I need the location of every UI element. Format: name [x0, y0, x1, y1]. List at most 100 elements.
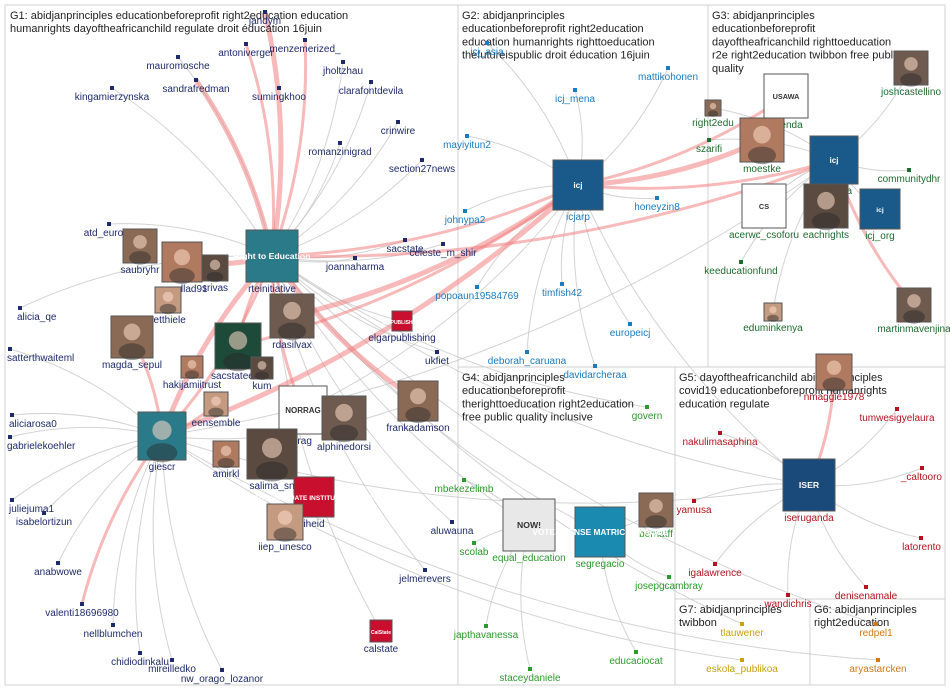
node-celeste_m_shir[interactable]: celeste_m_shir — [409, 242, 477, 259]
node-label: eensemble — [192, 418, 241, 429]
node-icj_mena[interactable]: icj_mena — [555, 88, 595, 105]
node-aluwauna[interactable]: aluwauna — [431, 520, 474, 537]
node-redpel1[interactable]: redpel1 — [859, 622, 893, 639]
node-latorento[interactable]: latorento — [902, 536, 941, 553]
node-nmaggie1978[interactable]: nmaggie1978 — [804, 353, 865, 403]
node-alicia_qe[interactable]: alicia_qe — [17, 306, 57, 323]
node-frankadamson[interactable]: frankadamson — [386, 380, 450, 434]
node-kingamierzynska[interactable]: kingamierzynska — [75, 86, 150, 103]
node-mireilledko[interactable]: mireilledko — [148, 658, 196, 675]
node-amirkl[interactable]: amirkl — [212, 440, 240, 480]
node-martinmavenjina[interactable]: martinmavenjina — [877, 287, 950, 335]
node-honeyzin8[interactable]: honeyzin8 — [634, 196, 680, 213]
node-ukfiet[interactable]: ukfiet — [425, 350, 449, 367]
node-denisenamale[interactable]: denisenamale — [835, 585, 898, 602]
node-right2edu[interactable]: right2edu — [692, 99, 734, 129]
node-nakulimasaphina[interactable]: nakulimasaphina — [682, 431, 758, 448]
node-alphinedorsi[interactable]: alphinedorsi — [317, 395, 371, 453]
node-valenti18696980[interactable]: valenti18696980 — [45, 602, 119, 619]
node-jelmerevers[interactable]: jelmerevers — [398, 568, 451, 585]
node-isabelortizun[interactable]: isabelortizun — [16, 511, 72, 528]
node-saubryhr[interactable]: saubryhr — [121, 228, 161, 276]
node-timfish42[interactable]: timfish42 — [542, 282, 582, 299]
node-staceydaniele[interactable]: staceydaniele — [499, 667, 561, 684]
node-japthavanessa[interactable]: japthavanessa — [453, 624, 519, 641]
avatar-body-icon — [900, 73, 922, 87]
node-eskola_publikoa[interactable]: eskola_publikoa — [706, 658, 778, 675]
node-rossellad91[interactable]: rossellad91 — [156, 241, 208, 295]
node-kum[interactable]: kum — [250, 356, 274, 392]
node-eachrights[interactable]: eachrights — [803, 183, 849, 241]
node-icj_asia[interactable]: icj_asia — [470, 41, 504, 58]
node-yamusa[interactable]: yamusa — [676, 499, 712, 516]
node-johnypa2[interactable]: johnypa2 — [444, 209, 486, 226]
node-moestke[interactable]: moestke — [739, 117, 785, 175]
node-_caltooro[interactable]: _caltooro — [900, 466, 943, 483]
node-davidarcheraa[interactable]: davidarcheraa — [563, 364, 627, 381]
node-josepgcambray[interactable]: josepgcambray — [634, 575, 703, 592]
node-szarifi[interactable]: szarifi — [696, 138, 722, 155]
node-chidiodinkalu[interactable]: chidiodinkalu — [111, 651, 169, 668]
node-deborah_caruana[interactable]: deborah_caruana — [488, 350, 567, 367]
node-salima_sn[interactable]: salima_sn — [246, 428, 298, 492]
node-govern[interactable]: govern — [632, 405, 663, 422]
node-magda_sepul[interactable]: magda_sepul — [102, 315, 162, 371]
node-joannaharma[interactable]: joannaharma — [325, 256, 385, 273]
node-rdasilvax[interactable]: rdasilvax — [269, 293, 315, 351]
node-educaciocat[interactable]: educaciocat — [609, 650, 663, 667]
node-jandym[interactable]: jandym — [248, 10, 281, 27]
node-communitydhr[interactable]: communitydhr — [878, 168, 941, 185]
node-antoniverger[interactable]: antoniverger — [218, 42, 274, 59]
node-mayiyitun2[interactable]: mayiyitun2 — [443, 134, 491, 151]
node-menzemerized_[interactable]: menzemerized_ — [269, 38, 341, 55]
node-wandichris[interactable]: wandichris — [763, 593, 812, 610]
node-romanzinigrad[interactable]: romanzinigrad — [308, 141, 372, 158]
node-retthiele[interactable]: retthiele — [150, 286, 186, 326]
node-juliejuma1[interactable]: juliejuma1 — [8, 498, 54, 515]
node-tlauwener[interactable]: tlauwener — [720, 622, 764, 639]
node-nellblumchen[interactable]: nellblumchen — [84, 623, 143, 640]
node-sacstate[interactable]: sacstate — [386, 238, 424, 255]
node-iiep_unesco[interactable]: iiep_unesco — [258, 503, 312, 553]
node-mauromosche[interactable]: mauromosche — [146, 55, 210, 72]
node-sumingkhoo[interactable]: sumingkhoo — [252, 86, 306, 103]
node-equal_education[interactable]: NOW!equal_education — [492, 498, 566, 564]
node-hakijamiitrust[interactable]: hakijamiitrust — [163, 355, 222, 391]
node-bernatff[interactable]: bernatff — [638, 492, 674, 540]
node-tumwesigyelaura[interactable]: tumwesigyelaura — [859, 407, 935, 424]
node-gabrielekoehler[interactable]: gabrielekoehler — [7, 435, 76, 452]
node-mbekezelimb[interactable]: mbekezelimb — [435, 478, 494, 495]
node-aliciarosa0[interactable]: aliciarosa0 — [9, 413, 57, 430]
node-joshcastellino[interactable]: joshcastellino — [880, 50, 941, 98]
node-popoaun19584769[interactable]: popoaun19584769 — [435, 285, 519, 302]
node-segregacio[interactable]: VOTES SENSE MATRICULA AQUÍ!segregacio — [532, 506, 668, 570]
node-aryastarcken[interactable]: aryastarcken — [849, 658, 907, 675]
node-eduminkenya[interactable]: eduminkenya — [743, 302, 803, 334]
node-giescr[interactable]: giescr — [137, 411, 187, 473]
node-crinwire[interactable]: crinwire — [381, 120, 416, 137]
node-igalawrence[interactable]: igalawrence — [688, 562, 742, 579]
node-anabwowe[interactable]: anabwowe — [34, 561, 82, 578]
node-sandrafredman[interactable]: sandrafredman — [162, 78, 230, 95]
node-satterthwaiteml[interactable]: satterthwaiteml — [7, 347, 74, 364]
node-nw_orago_lozanor[interactable]: nw_orago_lozanor — [181, 668, 264, 685]
node-europeicj[interactable]: europeicj — [610, 322, 651, 339]
node-atd_europe[interactable]: atd_europe — [84, 222, 135, 239]
node-section27news[interactable]: section27news — [389, 158, 455, 175]
node-mattikohonen[interactable]: mattikohonen — [638, 66, 698, 83]
node-keeducationfund[interactable]: keeducationfund — [704, 260, 778, 277]
node-eensemble[interactable]: eensemble — [192, 391, 241, 429]
node-srivas[interactable]: srivas — [201, 254, 229, 294]
node-jholtzhau[interactable]: jholtzhau — [322, 60, 363, 77]
node-scolab[interactable]: scolab — [460, 541, 489, 558]
node-clarafontdevila[interactable]: clarafontdevila — [339, 80, 404, 97]
